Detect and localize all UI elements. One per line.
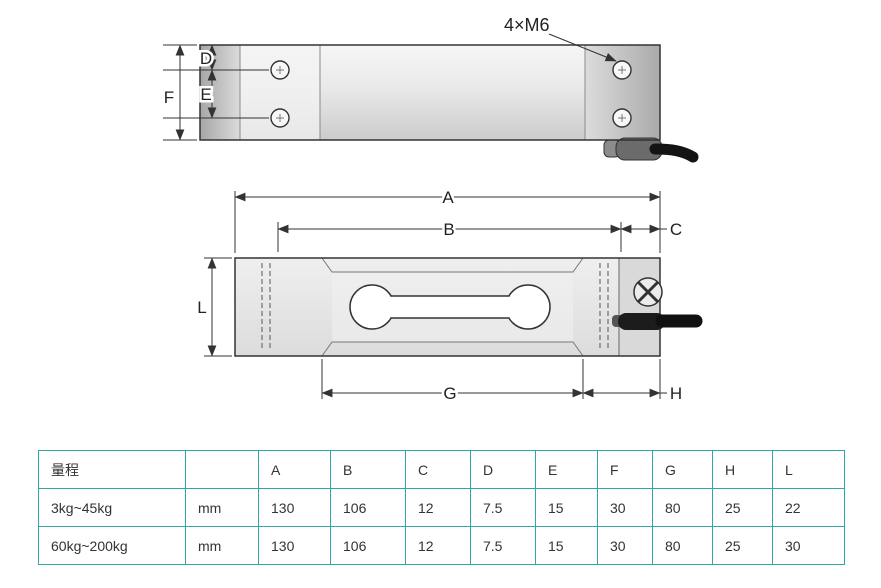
cell-E: 15: [535, 488, 598, 527]
cell-H: 25: [712, 488, 773, 527]
cell-D: 7.5: [470, 526, 536, 565]
m6-leader-line: [548, 33, 617, 62]
cell-A: 130: [258, 526, 331, 565]
cell-B: 106: [330, 526, 406, 565]
dim-label-C: C: [670, 220, 682, 239]
cell-A: 130: [258, 488, 331, 527]
cell-C: 12: [405, 488, 471, 527]
dim-label-D: D: [200, 49, 212, 68]
dim-label-F: F: [164, 88, 174, 107]
dim-label-L: L: [197, 298, 206, 317]
technical-drawing: D E F 4×M6: [163, 15, 703, 403]
table-row: 3kg~45kg mm 130 106 12 7.5 15 30 80 25 2…: [38, 488, 845, 527]
dim-label-B: B: [443, 220, 454, 239]
cell-C: 12: [405, 526, 471, 565]
cell-L: 30: [772, 526, 845, 565]
dim-label-G: G: [443, 384, 456, 403]
cell-G: 80: [652, 488, 713, 527]
header-cell-C: C: [405, 450, 471, 489]
dim-label-E: E: [200, 85, 211, 104]
cell-E: 15: [535, 526, 598, 565]
cell-G: 80: [652, 526, 713, 565]
header-cell-D: D: [470, 450, 536, 489]
header-cell-unit: [185, 450, 259, 489]
header-cell-G: G: [652, 450, 713, 489]
side-view-dimensions: [163, 33, 617, 141]
cell-range: 3kg~45kg: [38, 488, 186, 527]
header-cell-L: L: [772, 450, 845, 489]
cell-H: 25: [712, 526, 773, 565]
dim-label-A: A: [442, 188, 454, 207]
header-cell-F: F: [597, 450, 653, 489]
cable-plan: [612, 313, 703, 330]
cell-unit: mm: [185, 526, 259, 565]
screw-head-icon: [633, 277, 663, 307]
hidden-edges: [261, 263, 609, 351]
header-cell-B: B: [330, 450, 406, 489]
cable-icon: [649, 143, 699, 163]
cell-L: 22: [772, 488, 845, 527]
dumbbell-cutout: [349, 284, 551, 330]
cell-F: 30: [597, 526, 653, 565]
table-header-row: 量程 A B C D E F G H L: [38, 450, 845, 489]
dim-label-H: H: [670, 384, 682, 403]
dimension-table: 量程 A B C D E F G H L 3kg~45kg mm 130 106…: [38, 450, 845, 565]
plan-view-dimensions: [204, 191, 667, 399]
cell-B: 106: [330, 488, 406, 527]
cell-unit: mm: [185, 488, 259, 527]
cell-D: 7.5: [470, 488, 536, 527]
table-row: 60kg~200kg mm 130 106 12 7.5 15 30 80 25…: [38, 526, 845, 565]
header-cell-range: 量程: [38, 450, 186, 489]
header-cell-H: H: [712, 450, 773, 489]
side-view: [199, 44, 699, 163]
header-cell-A: A: [258, 450, 331, 489]
hole-center-marks: [276, 66, 626, 122]
cell-range: 60kg~200kg: [38, 526, 186, 565]
plan-view: [234, 257, 703, 357]
header-cell-E: E: [535, 450, 598, 489]
m6-callout-label: 4×M6: [504, 15, 550, 35]
cable-side: [603, 137, 699, 163]
cell-F: 30: [597, 488, 653, 527]
